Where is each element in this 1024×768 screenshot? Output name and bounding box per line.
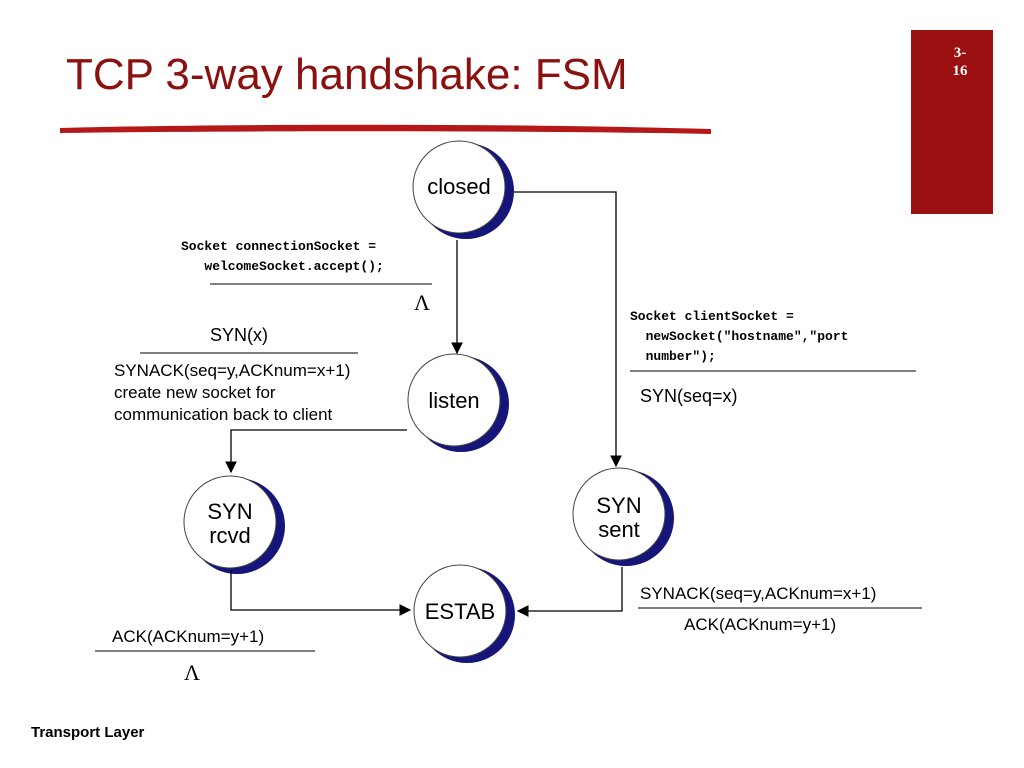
- state-syn-sent: [572, 467, 674, 566]
- transition-closed-synsent-action: SYN(seq=x): [640, 386, 738, 406]
- state-syn-sent-label: SYN sent: [596, 493, 642, 542]
- state-closed-label: closed: [427, 174, 491, 199]
- transition-synrcvd-estab-event: ACK(ACKnum=y+1): [112, 627, 265, 646]
- arrow-listen-to-synrcvd: [225, 429, 407, 474]
- transition-closed-synsent-event: Socket clientSocket = newSocket("hostnam…: [630, 309, 849, 364]
- title-underline: [60, 124, 711, 134]
- slide-title: TCP 3-way handshake: FSM: [66, 50, 628, 99]
- page-number-badge: [911, 30, 993, 214]
- state-estab-label: ESTAB: [424, 599, 496, 624]
- arrow-synrcvd-to-estab: [230, 570, 412, 616]
- transition-synsent-estab-event: SYNACK(seq=y,ACKnum=x+1): [640, 584, 877, 603]
- state-listen: [407, 353, 509, 452]
- arrow-synsent-to-estab: [516, 567, 623, 617]
- slide-footer: Transport Layer: [31, 724, 145, 741]
- state-syn-rcvd-label: SYN rcvd: [207, 499, 253, 548]
- transition-listen-synrcvd-action: SYNACK(seq=y,ACKnum=x+1) create new sock…: [114, 361, 351, 424]
- transition-closed-listen-event: Socket connectionSocket = welcomeSocket.…: [181, 239, 384, 274]
- state-syn-rcvd: [183, 475, 285, 574]
- transition-synsent-estab-action: ACK(ACKnum=y+1): [684, 615, 837, 634]
- transition-synrcvd-estab-action: Λ: [184, 660, 200, 685]
- state-closed: [412, 140, 514, 239]
- state-listen-label: listen: [428, 388, 480, 413]
- transition-closed-listen-action: Λ: [414, 290, 430, 315]
- arrow-closed-to-synsent: [514, 191, 622, 468]
- state-estab: [413, 564, 515, 663]
- transition-listen-synrcvd-event: SYN(x): [210, 325, 268, 345]
- page-number: 3- 16: [952, 45, 968, 79]
